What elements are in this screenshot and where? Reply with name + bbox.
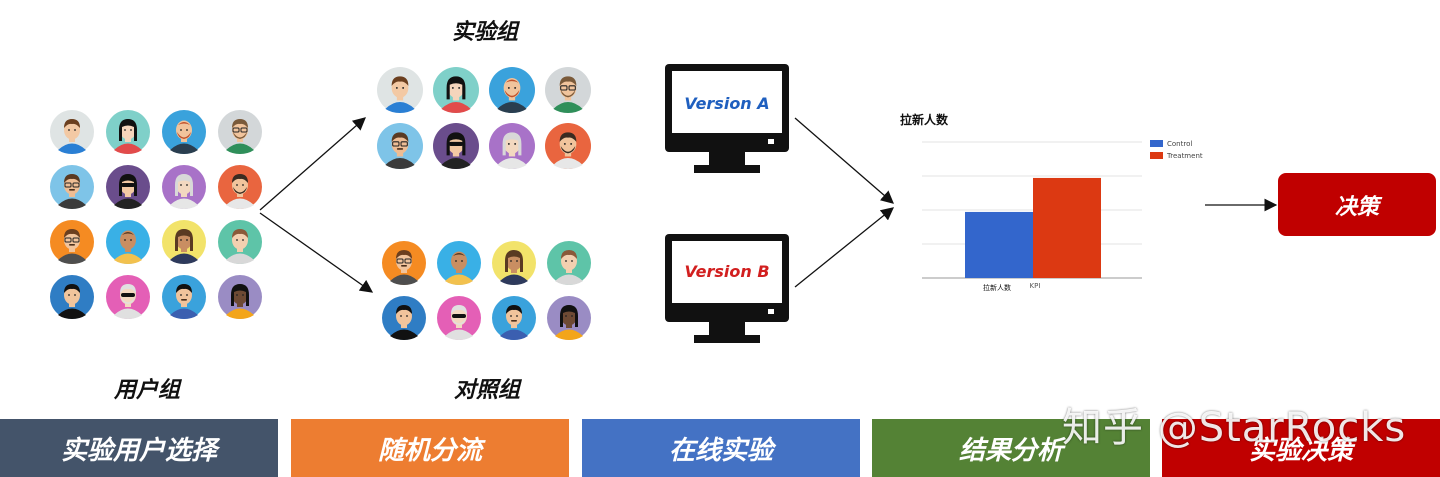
decision-box: 决策 xyxy=(1278,173,1436,236)
person-avatar-icon xyxy=(218,165,262,209)
chart-legend-swatch xyxy=(1150,152,1163,159)
chart-category-label: 拉新人数 xyxy=(983,283,1011,292)
watermark: 知乎 @StarRocks xyxy=(1062,405,1407,451)
person-avatar-icon xyxy=(433,67,479,113)
user-group-label: 用户组 xyxy=(113,378,180,403)
person-avatar-icon xyxy=(437,296,481,340)
chart-bar-control xyxy=(965,211,1033,278)
experiment-group-avatars xyxy=(377,67,591,169)
chart-bar-treatment xyxy=(1033,177,1101,278)
person-avatar-icon xyxy=(106,165,150,209)
split-arrow-down xyxy=(259,212,374,293)
person-avatar-icon xyxy=(162,275,206,319)
chart-legend-label: Treatment xyxy=(1166,152,1203,160)
person-avatar-icon xyxy=(106,275,150,319)
merge-arrow-from-a xyxy=(794,117,894,204)
control-group-avatars xyxy=(382,241,591,340)
person-avatar-icon xyxy=(162,165,206,209)
person-avatar-icon xyxy=(489,67,535,113)
chart-legend-label: Control xyxy=(1167,140,1192,148)
person-avatar-icon xyxy=(545,123,591,169)
person-avatar-icon xyxy=(437,241,481,285)
control-group-label: 对照组 xyxy=(453,378,520,403)
person-avatar-icon xyxy=(50,220,94,264)
person-avatar-icon xyxy=(433,123,479,169)
person-avatar-icon xyxy=(489,123,535,169)
person-avatar-icon xyxy=(106,110,150,154)
chart-legend-swatch xyxy=(1150,140,1163,147)
person-avatar-icon xyxy=(218,220,262,264)
person-avatar-icon xyxy=(162,220,206,264)
person-avatar-icon xyxy=(382,241,426,285)
chart-x-axis-label: KPI xyxy=(1030,282,1041,290)
person-avatar-icon xyxy=(218,110,262,154)
step-random-split: 随机分流 xyxy=(291,419,569,477)
user-group-avatars xyxy=(50,110,262,319)
person-avatar-icon xyxy=(218,275,262,319)
monitor-version-a: Version A xyxy=(665,64,789,173)
person-avatar-icon xyxy=(547,241,591,285)
step-experiment-decision: 实验决策 xyxy=(1162,419,1440,477)
person-avatar-icon xyxy=(377,123,423,169)
person-avatar-icon xyxy=(382,296,426,340)
person-avatar-icon xyxy=(162,110,206,154)
split-arrow-up xyxy=(259,117,366,211)
step-user-selection: 实验用户选择 xyxy=(0,419,278,477)
person-avatar-icon xyxy=(492,241,536,285)
experiment-group-label: 实验组 xyxy=(451,20,518,45)
chart-title: 拉新人数 xyxy=(900,113,949,127)
person-avatar-icon xyxy=(547,296,591,340)
merge-arrow-from-b xyxy=(794,207,895,288)
version-a-label: Version A xyxy=(684,94,769,113)
step-result-analysis: 结果分析 xyxy=(872,419,1150,477)
person-avatar-icon xyxy=(377,67,423,113)
version-b-label: Version B xyxy=(684,262,769,281)
monitor-version-b: Version B xyxy=(665,234,789,343)
person-avatar-icon xyxy=(50,275,94,319)
step-online-experiment: 在线实验 xyxy=(582,419,860,477)
person-avatar-icon xyxy=(492,296,536,340)
person-avatar-icon xyxy=(106,220,150,264)
person-avatar-icon xyxy=(50,165,94,209)
person-avatar-icon xyxy=(50,110,94,154)
person-avatar-icon xyxy=(545,67,591,113)
